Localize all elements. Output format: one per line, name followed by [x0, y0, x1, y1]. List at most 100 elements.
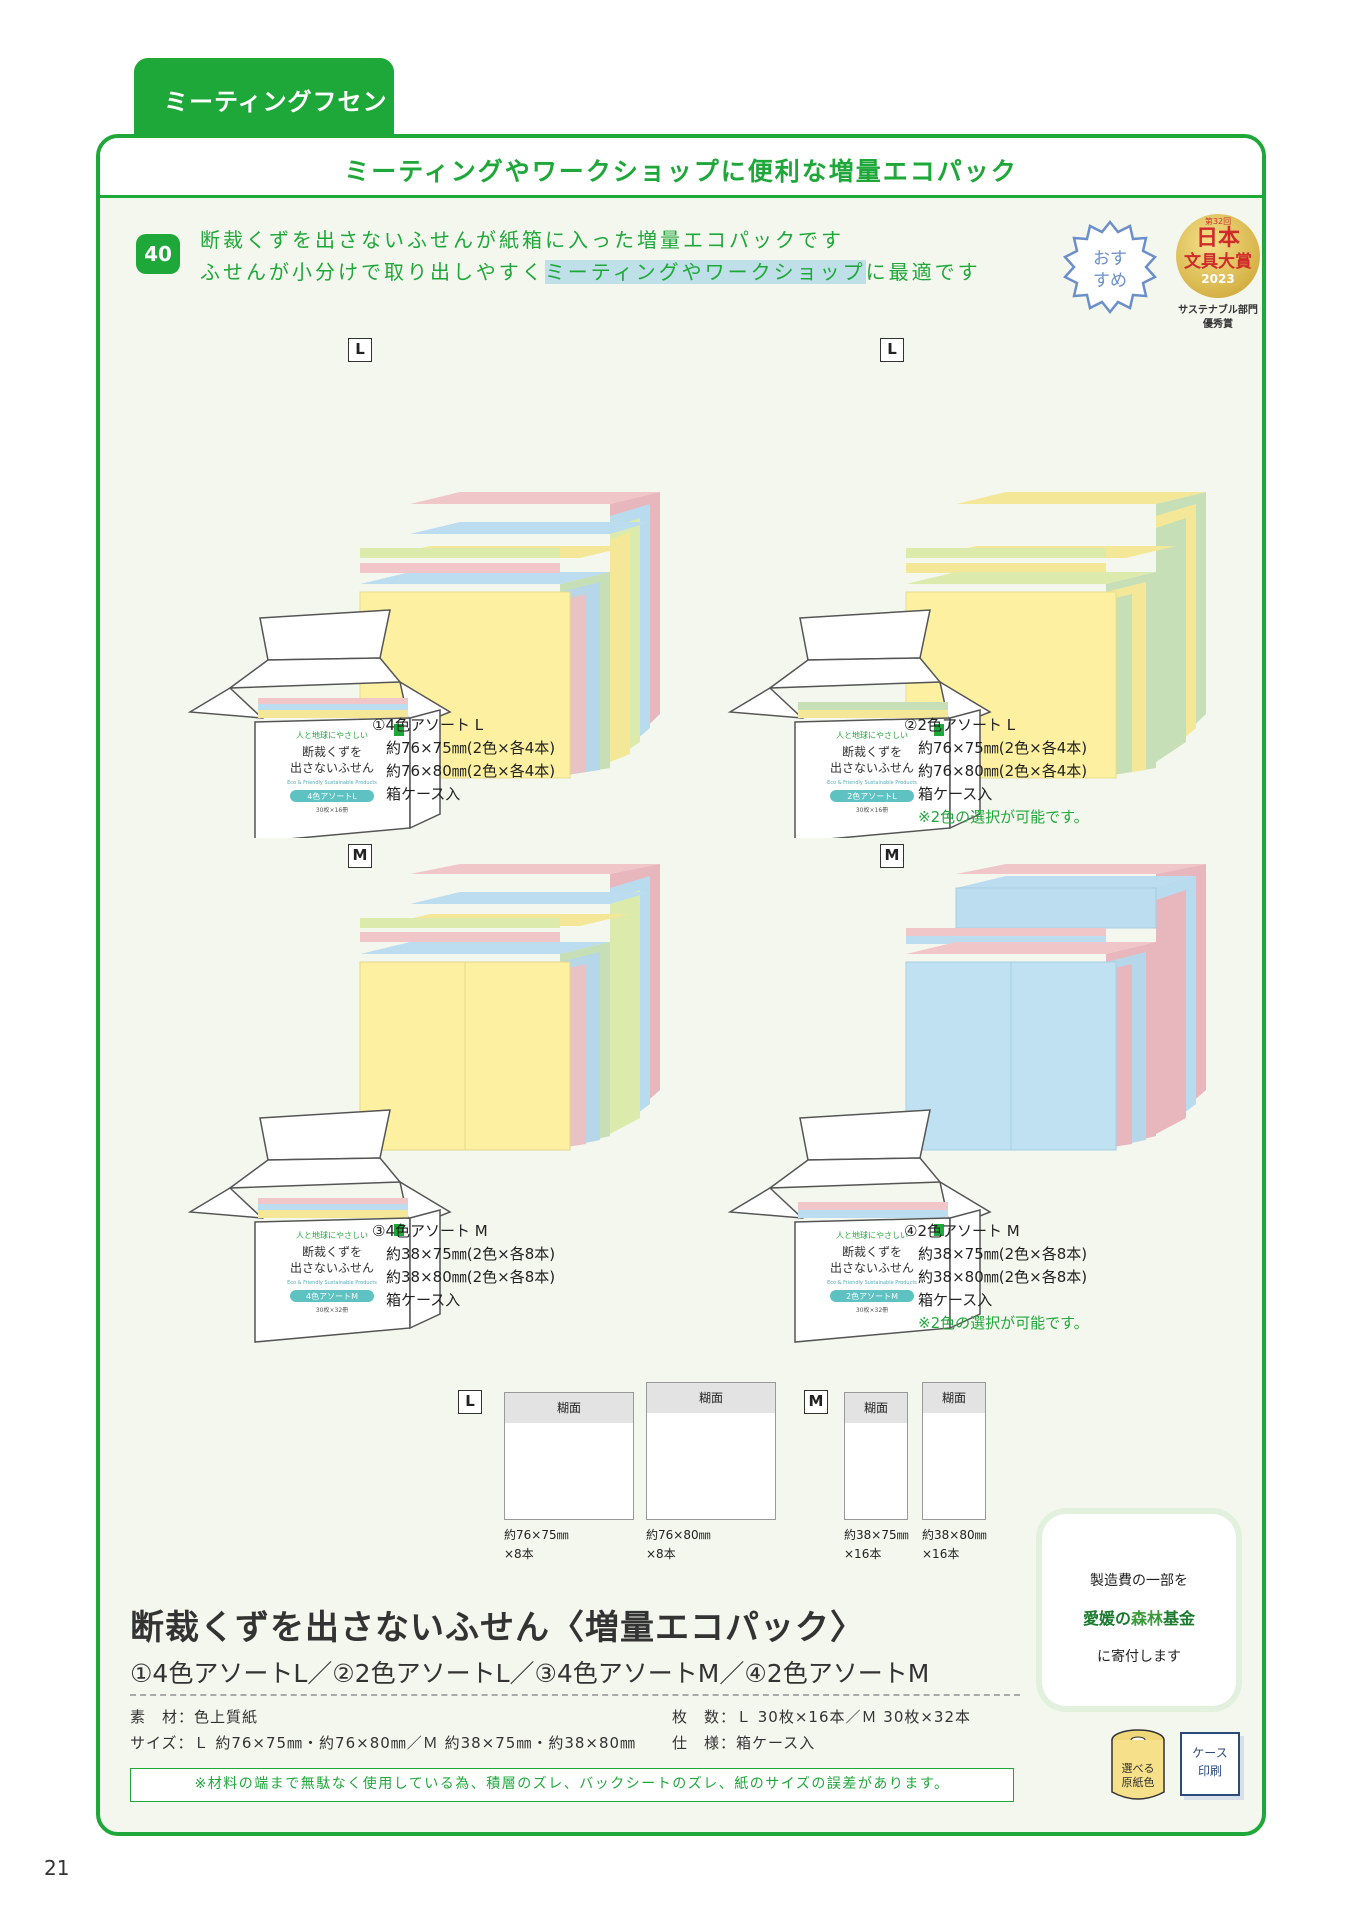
award-name: 日本文具大賞 [1176, 228, 1260, 273]
paper-roll-icon: 選べる 原紙色 [1111, 1729, 1165, 1800]
product-4-spec-1: 約38×75㎜(2色×各8本) [918, 1245, 1088, 1263]
box-2-name-2: 出さないふせん [830, 761, 914, 775]
award-name-2: 文具大賞 [1184, 252, 1252, 272]
sheet-l-75-label: 約76×75㎜×8本 [504, 1526, 569, 1564]
paper-box-1: 人と地球にやさしい 断裁くずを 出さないふせん Eco & Friendly S… [187, 609, 452, 838]
box-4-small-label: 人と地球にやさしい [836, 1230, 908, 1240]
product-4-name: ④2色アソート M [904, 1222, 1020, 1240]
award-category: サステナブル部門優秀賞 [1166, 304, 1270, 332]
paper-box-4: 人と地球にやさしい 断裁くずを 出さないふせん Eco & Friendly S… [727, 1109, 992, 1343]
glue-area: 糊面 [923, 1383, 985, 1413]
award-year: 2023 [1201, 272, 1235, 286]
box-2-name-1: 断裁くずを [842, 744, 902, 759]
case-label-1: ケース [1192, 1746, 1228, 1760]
item-number-badge: 40 [136, 234, 180, 274]
intro-line-2-post: に最適です [865, 260, 981, 284]
sticky-pad-stack-1 [359, 492, 660, 779]
sheet-l-75-count: ×8本 [504, 1547, 534, 1561]
product-3-name: ③4色アソート M [372, 1222, 488, 1240]
size-tag-product-2: L [880, 338, 904, 362]
product-1-details: ①4色アソート L 約76×75㎜(2色×各4本) 約76×80㎜(2色×各4本… [372, 714, 555, 806]
product-3-details: ③4色アソート M 約38×75㎜(2色×各8本) 約38×80㎜(2色×各8本… [372, 1220, 555, 1312]
donation-note: 製造費の一部を 愛媛の森林基金 に寄付します [1042, 1514, 1236, 1706]
product-3-case: 箱ケース入 [386, 1291, 461, 1309]
box-4-band: 2色アソートM [846, 1291, 898, 1301]
box-4-name-1: 断裁くずを [842, 1244, 902, 1259]
product-4-details: ④2色アソート M 約38×75㎜(2色×各8本) 約38×80㎜(2色×各8本… [904, 1220, 1089, 1335]
box-1-en: Eco & Friendly Sustainable Products [287, 780, 377, 786]
award-edition: 第32回 [1204, 217, 1232, 226]
glue-area: 糊面 [647, 1383, 775, 1413]
intro-line-2-pre: ふせんが小分けで取り出しやすく [200, 260, 545, 284]
content-panel: ミーティングやワークショップに便利な増量エコパック 40 断裁くずを出さないふせ… [96, 134, 1266, 1836]
glue-area: 糊面 [845, 1393, 907, 1423]
category-tab: ミーティングフセン [134, 58, 394, 136]
forest-logo-icon: 森林 [1130, 1609, 1163, 1628]
product-title: 断裁くずを出さないふせん〈増量エコパック〉 [130, 1608, 865, 1648]
spec-left: 素 材：色上質紙 サイズ：Ｌ 約76×75㎜・約76×80㎜／Ｍ 約38×75㎜… [130, 1704, 636, 1756]
donation-fund: 愛媛の森林基金 [1042, 1600, 1236, 1638]
sheet-m-80-dim: 約38×80㎜ [922, 1528, 987, 1542]
product-1-spec-2: 約76×80㎜(2色×各4本) [386, 762, 556, 780]
divider [130, 1694, 1020, 1696]
product-4-spec-2: 約38×80㎜(2色×各8本) [918, 1268, 1088, 1286]
sheet-m-75: 糊面 [844, 1392, 908, 1520]
box-3-en: Eco & Friendly Sustainable Products [287, 1280, 377, 1286]
sheet-m-75-dim: 約38×75㎜ [844, 1528, 909, 1542]
product-1-name: ①4色アソート L [372, 716, 484, 734]
intro-line-2: ふせんが小分けで取り出しやすくミーティングやワークショップに最適です [200, 256, 981, 288]
box-1-band: 4色アソートL [307, 791, 357, 801]
product-1-spec-1: 約76×75㎜(2色×各4本) [386, 739, 556, 757]
paper-box-2: 人と地球にやさしい 断裁くずを 出さないふせん Eco & Friendly S… [727, 609, 992, 838]
intro-line-1: 断裁くずを出さないふせんが紙箱に入った増量エコパックです [200, 228, 844, 252]
box-2-en: Eco & Friendly Sustainable Products [827, 780, 917, 786]
product-2-illustration: 人と地球にやさしい 断裁くずを 出さないふせん Eco & Friendly S… [727, 492, 1206, 838]
product-subtitle: ①4色アソートL／②2色アソートL／③4色アソートM／④2色アソートM [130, 1659, 930, 1688]
sticky-pad-stack-3 [359, 864, 660, 1151]
spec-right: 枚 数：Ｌ 30枚×16本／Ｍ 30枚×32本 仕 様：箱ケース入 [672, 1704, 971, 1756]
sticky-pad-stack-4 [905, 864, 1206, 1151]
box-1-count: 30枚×16冊 [316, 806, 348, 814]
product-2-spec-1: 約76×75㎜(2色×各4本) [918, 739, 1088, 757]
product-4-case: 箱ケース入 [918, 1291, 993, 1309]
section-header: ミーティングやワークショップに便利な増量エコパック [100, 138, 1262, 198]
material-notice: ※材料の端まで無駄なく使用している為、積層のズレ、バックシートのズレ、紙のサイズ… [130, 1768, 1014, 1802]
fund-post: 基金 [1163, 1609, 1196, 1628]
sheet-m-80-label: 約38×80㎜ ×16本 [922, 1526, 987, 1564]
recommended-badge-icon: おす すめ [1062, 220, 1158, 315]
roll-label-1: 選べる [1122, 1762, 1155, 1775]
box-1-small-label: 人と地球にやさしい [296, 730, 368, 740]
product-2-details: ②2色アソート L 約76×75㎜(2色×各4本) 約76×80㎜(2色×各4本… [904, 714, 1089, 829]
sheet-l-80-dim: 約76×80㎜ [646, 1528, 711, 1542]
product-4-illustration: 人と地球にやさしい 断裁くずを 出さないふせん Eco & Friendly S… [727, 864, 1206, 1343]
sheet-m-75-label: 約38×75㎜×16本 [844, 1526, 909, 1564]
product-2-name: ②2色アソート L [904, 716, 1016, 734]
box-2-band: 2色アソートL [847, 791, 897, 801]
sticky-pad-stack-2 [905, 492, 1206, 779]
box-4-en: Eco & Friendly Sustainable Products [827, 1280, 917, 1286]
spec-material: 素 材：色上質紙 [130, 1708, 259, 1726]
product-2-note: ※2色の選択が可能です。 [918, 808, 1089, 826]
glue-area: 糊面 [505, 1393, 633, 1423]
box-1-name-1: 断裁くずを [302, 744, 362, 759]
spec-size: サイズ：Ｌ 約76×75㎜・約76×80㎜／Ｍ 約38×75㎜・約38×80㎜ [130, 1734, 637, 1752]
sheet-l-80-label: 約76×80㎜×8本 [646, 1526, 711, 1564]
sheet-m-80-count: ×16本 [922, 1547, 960, 1561]
product-3-spec-1: 約38×75㎜(2色×各8本) [386, 1245, 556, 1263]
diagram-tag-m: M [804, 1390, 828, 1414]
page-number: 21 [44, 1856, 70, 1880]
box-3-name-1: 断裁くずを [302, 1244, 362, 1259]
product-1-case: 箱ケース入 [386, 785, 461, 803]
donation-line-3: に寄付します [1097, 1649, 1181, 1665]
osusume-line-2: すめ [1093, 271, 1127, 291]
intro-text: 断裁くずを出さないふせんが紙箱に入った増量エコパックです ふせんが小分けで取り出… [200, 224, 981, 288]
box-3-band: 4色アソートM [306, 1291, 358, 1301]
diagram-tag-l: L [458, 1390, 482, 1414]
paper-box-3: 人と地球にやさしい 断裁くずを 出さないふせん Eco & Friendly S… [187, 1109, 452, 1343]
product-3-illustration: 人と地球にやさしい 断裁くずを 出さないふせん Eco & Friendly S… [187, 864, 660, 1343]
size-tag-product-4: M [880, 844, 904, 868]
award-sub-2: 優秀賞 [1203, 319, 1233, 330]
award-sub-1: サステナブル部門 [1178, 305, 1258, 316]
product-2-spec-2: 約76×80㎜(2色×各4本) [918, 762, 1088, 780]
box-1-name-2: 出さないふせん [290, 761, 374, 775]
